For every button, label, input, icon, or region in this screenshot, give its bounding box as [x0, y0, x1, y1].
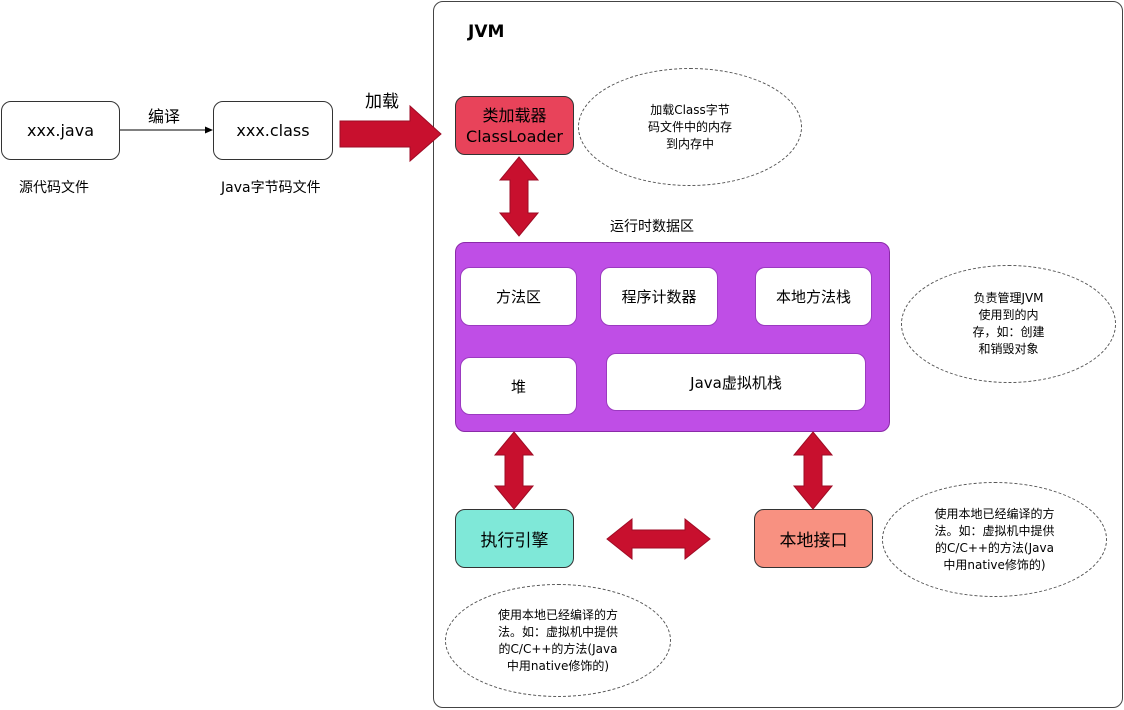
heap-box: 堆: [460, 357, 577, 415]
runtime-exec-arrow: [493, 431, 535, 510]
method-area-box: 方法区: [460, 267, 577, 326]
pc-register-box: 程序计数器: [600, 267, 718, 326]
load-label: 加载: [365, 92, 399, 112]
classloader-note: 加载Class字节 码文件中的内存 到内存中: [578, 68, 802, 186]
native-method-stack-box: 本地方法栈: [755, 267, 872, 326]
execution-engine-box: 执行引擎: [455, 509, 574, 568]
compile-label: 编译: [148, 107, 181, 126]
load-arrow: [339, 104, 442, 163]
jvm-container: [433, 1, 1123, 708]
class-file-caption: Java字节码文件: [221, 180, 321, 196]
runtime-native-arrow: [792, 431, 834, 510]
native-interface-note: 使用本地已经编译的方 法。如：虚拟机中提供 的C/C++的方法(Java 中用n…: [882, 482, 1107, 597]
classloader-runtime-arrow: [498, 156, 540, 237]
jvm-title: JVM: [468, 22, 505, 42]
native-interface-box: 本地接口: [754, 509, 873, 568]
java-vm-stack-box: Java虚拟机栈: [606, 353, 866, 411]
runtime-area-title: 运行时数据区: [610, 219, 694, 235]
source-file-caption: 源代码文件: [19, 180, 89, 196]
class-file-box: xxx.class: [213, 101, 333, 160]
source-file-box: xxx.java: [1, 101, 120, 160]
classloader-box: 类加载器 ClassLoader: [455, 96, 574, 155]
exec-native-arrow: [606, 517, 711, 561]
execution-engine-note: 使用本地已经编译的方 法。如：虚拟机中提供 的C/C++的方法(Java 中用n…: [445, 584, 671, 697]
compile-arrow: [120, 126, 213, 134]
runtime-area-note: 负责管理JVM 使用到的内 存，如：创建 和销毁对象: [901, 265, 1116, 383]
